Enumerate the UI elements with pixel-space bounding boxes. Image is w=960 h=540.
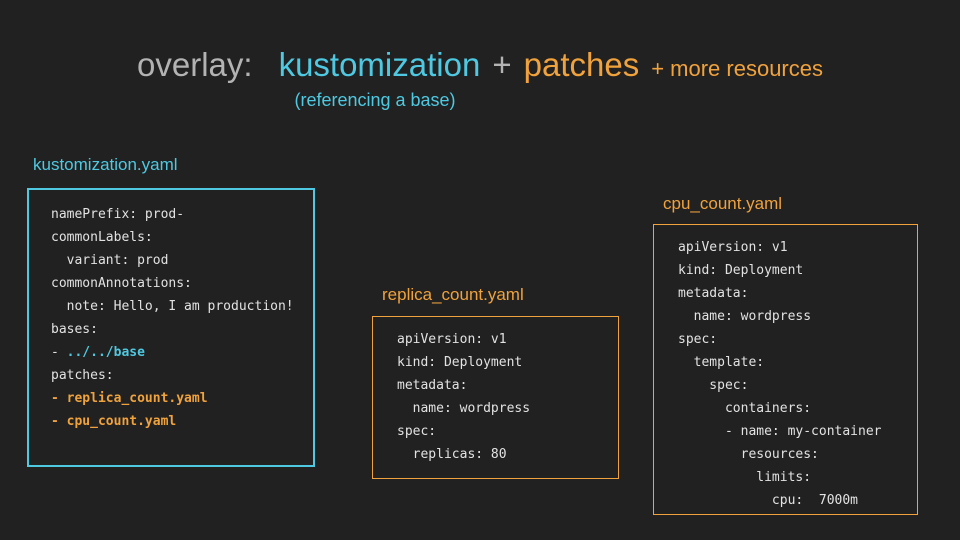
code-line: apiVersion: v1 [678,236,917,259]
code-text: commonLabels: [51,230,153,245]
code-text: apiVersion: v1 [397,332,507,347]
code-line: commonAnnotations: [51,272,313,295]
code-text: metadata: [397,378,468,393]
code-text: namePrefix: prod- [51,207,185,222]
title-term-patches: patches [523,46,640,83]
cpu-count-file-label: cpu_count.yaml [663,194,783,213]
code-text: apiVersion: v1 [678,240,788,255]
code-line: metadata: [397,374,618,397]
code-text: containers: [678,401,812,416]
code-line: resources: [678,443,917,466]
code-text: name: wordpress [397,401,531,416]
code-line: spec: [678,374,917,397]
code-line: metadata: [678,282,917,305]
code-text: template: [678,355,765,370]
code-line: name: wordpress [397,397,618,420]
patch-entry-highlight: - replica_count.yaml [51,391,208,406]
code-text: metadata: [678,286,749,301]
code-text: commonAnnotations: [51,276,192,291]
code-line-patch-replica: - replica_count.yaml [51,387,313,410]
code-line-patch-cpu: - cpu_count.yaml [51,410,313,433]
code-line: template: [678,351,917,374]
title-prefix: overlay: [137,46,253,83]
code-line: apiVersion: v1 [397,328,618,351]
code-line-base-ref: - ../../base [51,341,313,364]
code-text: bases: [51,322,98,337]
title-term-kustomization: kustomization [278,46,481,83]
title-suffix: + more resources [651,56,823,81]
cpu-count-code-box: apiVersion: v1 kind: Deployment metadata… [653,224,918,515]
code-text: spec: [397,424,437,439]
code-line: namePrefix: prod- [51,203,313,226]
code-line: spec: [678,328,917,351]
code-line: spec: [397,420,618,443]
code-text: variant: prod [51,253,169,268]
code-text: limits: [678,470,812,485]
code-line: patches: [51,364,313,387]
code-line: note: Hello, I am production! [51,295,313,318]
code-line: commonLabels: [51,226,313,249]
kustomization-code-box: namePrefix: prod- commonLabels: variant:… [27,188,315,467]
replica-count-file-label: replica_count.yaml [382,285,524,304]
code-text: kind: Deployment [678,263,804,278]
code-text: kind: Deployment [397,355,523,370]
title-plus-sign: + [492,46,512,83]
code-line: bases: [51,318,313,341]
code-line: limits: [678,466,917,489]
code-line: variant: prod [51,249,313,272]
code-line: - name: my-container [678,420,917,443]
kustomization-file-label: kustomization.yaml [33,155,178,174]
code-text: note: Hello, I am production! [51,299,294,314]
replica-count-code-box: apiVersion: v1 kind: Deployment metadata… [372,316,619,479]
title-subtitle: (referencing a base) [294,90,456,110]
code-text: resources: [678,447,819,462]
code-text: replicas: 80 [397,447,507,462]
code-text: patches: [51,368,114,383]
code-line: replicas: 80 [397,443,618,466]
code-line: kind: Deployment [397,351,618,374]
code-text: cpu: 7000m [678,493,859,508]
code-line: kind: Deployment [678,259,917,282]
code-text: spec: [678,378,749,393]
code-line: containers: [678,397,917,420]
slide-title: overlay: kustomization + patches + more … [0,46,960,84]
code-text: - [51,345,67,360]
code-line: cpu: 7000m [678,489,917,512]
code-text: name: wordpress [678,309,812,324]
patch-entry-highlight: - cpu_count.yaml [51,414,177,429]
code-text: - name: my-container [678,424,882,439]
code-line: name: wordpress [678,305,917,328]
base-path-highlight: ../../base [66,345,145,360]
code-text: spec: [678,332,718,347]
